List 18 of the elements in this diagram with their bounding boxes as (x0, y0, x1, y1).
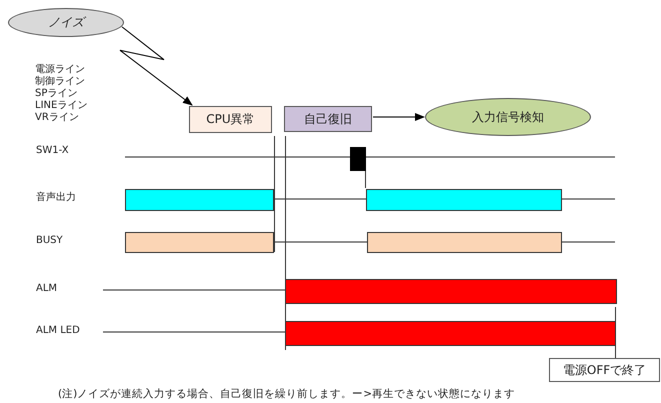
line-name: 電源ライン (35, 64, 85, 76)
signal-name: BUSY (36, 235, 63, 247)
end-note-box: 電源OFFで終了 (549, 358, 660, 382)
state-ellipse: 入力信号検知 (425, 98, 591, 136)
line-name: SPライン (35, 88, 78, 100)
signal-name: ALM (36, 283, 58, 295)
signal-name: ALM LED (36, 325, 80, 337)
line-name: LINEライン (35, 100, 88, 112)
line-name: 制御ライン (35, 76, 85, 88)
arrow (372, 113, 425, 121)
state-box: CPU異常 (189, 106, 272, 133)
noise-ellipse: ノイズ (8, 8, 124, 37)
signal-name: 音声出力 (36, 192, 76, 204)
lightning-arrow (120, 26, 193, 106)
signal-name: SW1-X (36, 145, 69, 157)
line-name: VRライン (35, 112, 79, 124)
note-text: (注)ノイズが連続入力する場合、自己復旧を繰り前します。ー>再生できない状態になります (58, 388, 515, 400)
state-box: 自己復旧 (284, 106, 372, 132)
